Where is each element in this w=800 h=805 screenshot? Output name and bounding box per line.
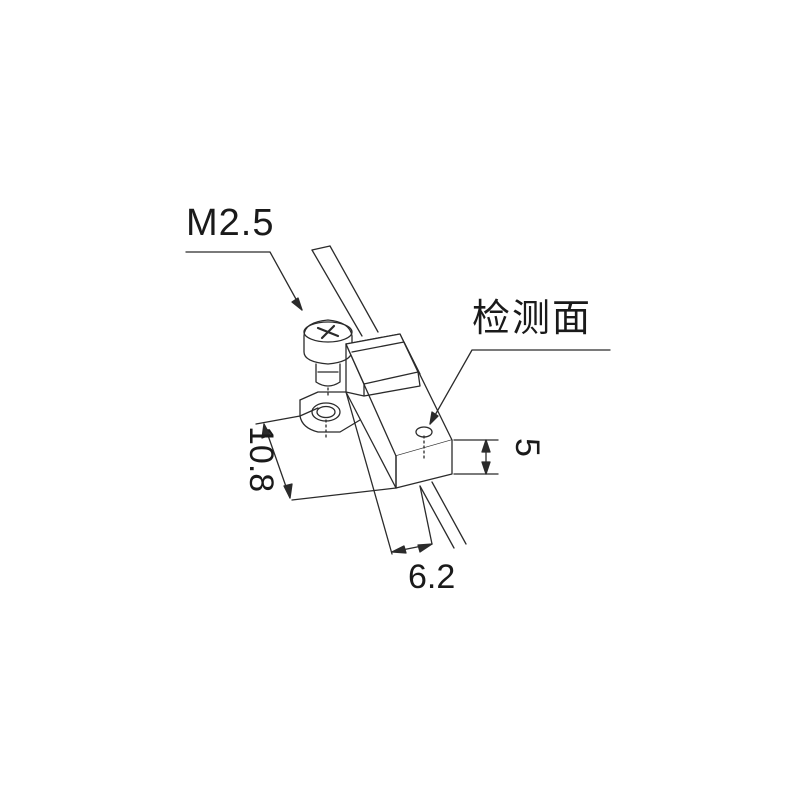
screw-leader [186, 252, 302, 310]
phillips-screw-icon [304, 320, 352, 398]
length-label: 10.8 [242, 426, 280, 493]
width-dimension [346, 392, 432, 554]
cable [312, 246, 466, 548]
height-label: 5 [508, 438, 546, 457]
mounting-bracket [300, 392, 360, 440]
length-dimension [256, 416, 396, 500]
detection-face-leader [430, 350, 610, 424]
width-label: 6.2 [408, 558, 456, 596]
height-dimension [454, 440, 498, 474]
screw-size-label: M2.5 [186, 202, 275, 244]
sensor-body [346, 334, 452, 488]
detection-face-label: 检测面 [472, 296, 593, 340]
